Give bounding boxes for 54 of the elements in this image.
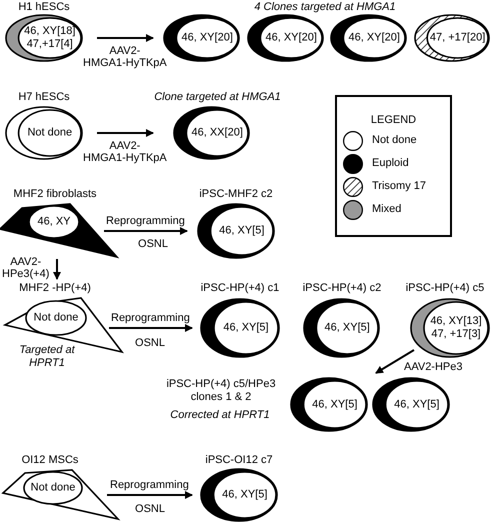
cell-line-name: iPSC-HP(+4) c2	[302, 282, 382, 296]
karyotype-text: 46, XY[18] 47,+17[4]	[23, 24, 76, 52]
cell-line-name: OI12 MSCs	[20, 454, 80, 468]
note-text: OSNL	[137, 238, 169, 252]
karyotype-text: 46, XY	[36, 215, 72, 229]
clone-caption: Clone targeted at HMGA1	[153, 91, 282, 104]
karyotype-text: 46, XY[5]	[218, 224, 266, 238]
edge-label: AAV2-HPe3	[404, 361, 462, 374]
karyotype-text: 46, XY[5]	[324, 321, 371, 335]
note-text: LEGEND	[370, 114, 418, 128]
karyotype-text: 46, XY[5]	[222, 321, 270, 335]
cell-line-name: iPSC-OI12 c7	[204, 454, 274, 468]
arrow	[97, 129, 154, 137]
arrow	[97, 34, 154, 42]
note-text: OSNL	[134, 337, 166, 350]
arrow	[109, 324, 193, 332]
karyotype-text: 47, +17[20]	[428, 31, 486, 45]
karyotype-text: 46, XX[20]	[190, 126, 244, 140]
note-text: 4 Clones targeted at HMGA1	[253, 1, 397, 14]
edge-label: AAV2- HPe3(+4)	[2, 256, 50, 280]
note-text: Corrected at HPRT1	[169, 409, 271, 422]
legend-text: Trisomy 17	[372, 180, 426, 192]
edge-label: Reprogramming	[111, 312, 190, 324]
legend-text: Euploid	[372, 157, 409, 169]
arrow	[104, 227, 188, 235]
edge-label: Reprogramming	[110, 479, 189, 492]
legend-text: Not done	[372, 134, 417, 146]
karyotype-text: 46, XY[13] 47, +17[3]	[429, 314, 483, 342]
cell-line-name: MHF2 fibroblasts	[12, 188, 98, 202]
cell-line-name: H1 hESCs	[17, 1, 71, 14]
karyotype-text: 46, XY[5]	[311, 398, 358, 412]
cell-line-name: MHF2 -HP(+4)	[18, 282, 92, 296]
edge-label: AAV2- HMGA1-HyTKpA	[83, 45, 167, 70]
karyotype-text: Not done	[26, 126, 74, 140]
arrow	[53, 259, 61, 280]
karyotype-text: Not done	[30, 481, 76, 495]
cell-line-name: H7 hESCs	[17, 91, 71, 104]
edge-label: Reprogramming	[106, 215, 185, 228]
arrow	[375, 349, 415, 374]
note-text: OSNL	[134, 503, 166, 516]
karyotype-text: 46, XY[20]	[348, 31, 401, 45]
cell-line-name: iPSC-HP(+4) c1	[200, 282, 280, 296]
karyotype-text: Not done	[32, 311, 80, 325]
cell-line-name: iPSC-MHF2 c2	[198, 188, 274, 202]
karyotype-text: 46, XY[5]	[221, 488, 268, 502]
karyotype-text: 46, XY[20]	[180, 31, 234, 45]
edge-label: AAV2- HMGA1-HyTKpA	[83, 140, 167, 164]
note-text: Targeted at HPRT1	[18, 344, 76, 370]
note-text: iPSC-HP(+4) c5/HPe3 clones 1 & 2	[165, 378, 277, 404]
arrow	[107, 491, 193, 499]
karyotype-text: 46, XY[5]	[393, 398, 440, 412]
legend-text: Mixed	[372, 203, 402, 215]
cell-line-name: iPSC-HP(+4) c5	[404, 282, 486, 296]
karyotype-text: 46, XY[20]	[264, 31, 318, 45]
